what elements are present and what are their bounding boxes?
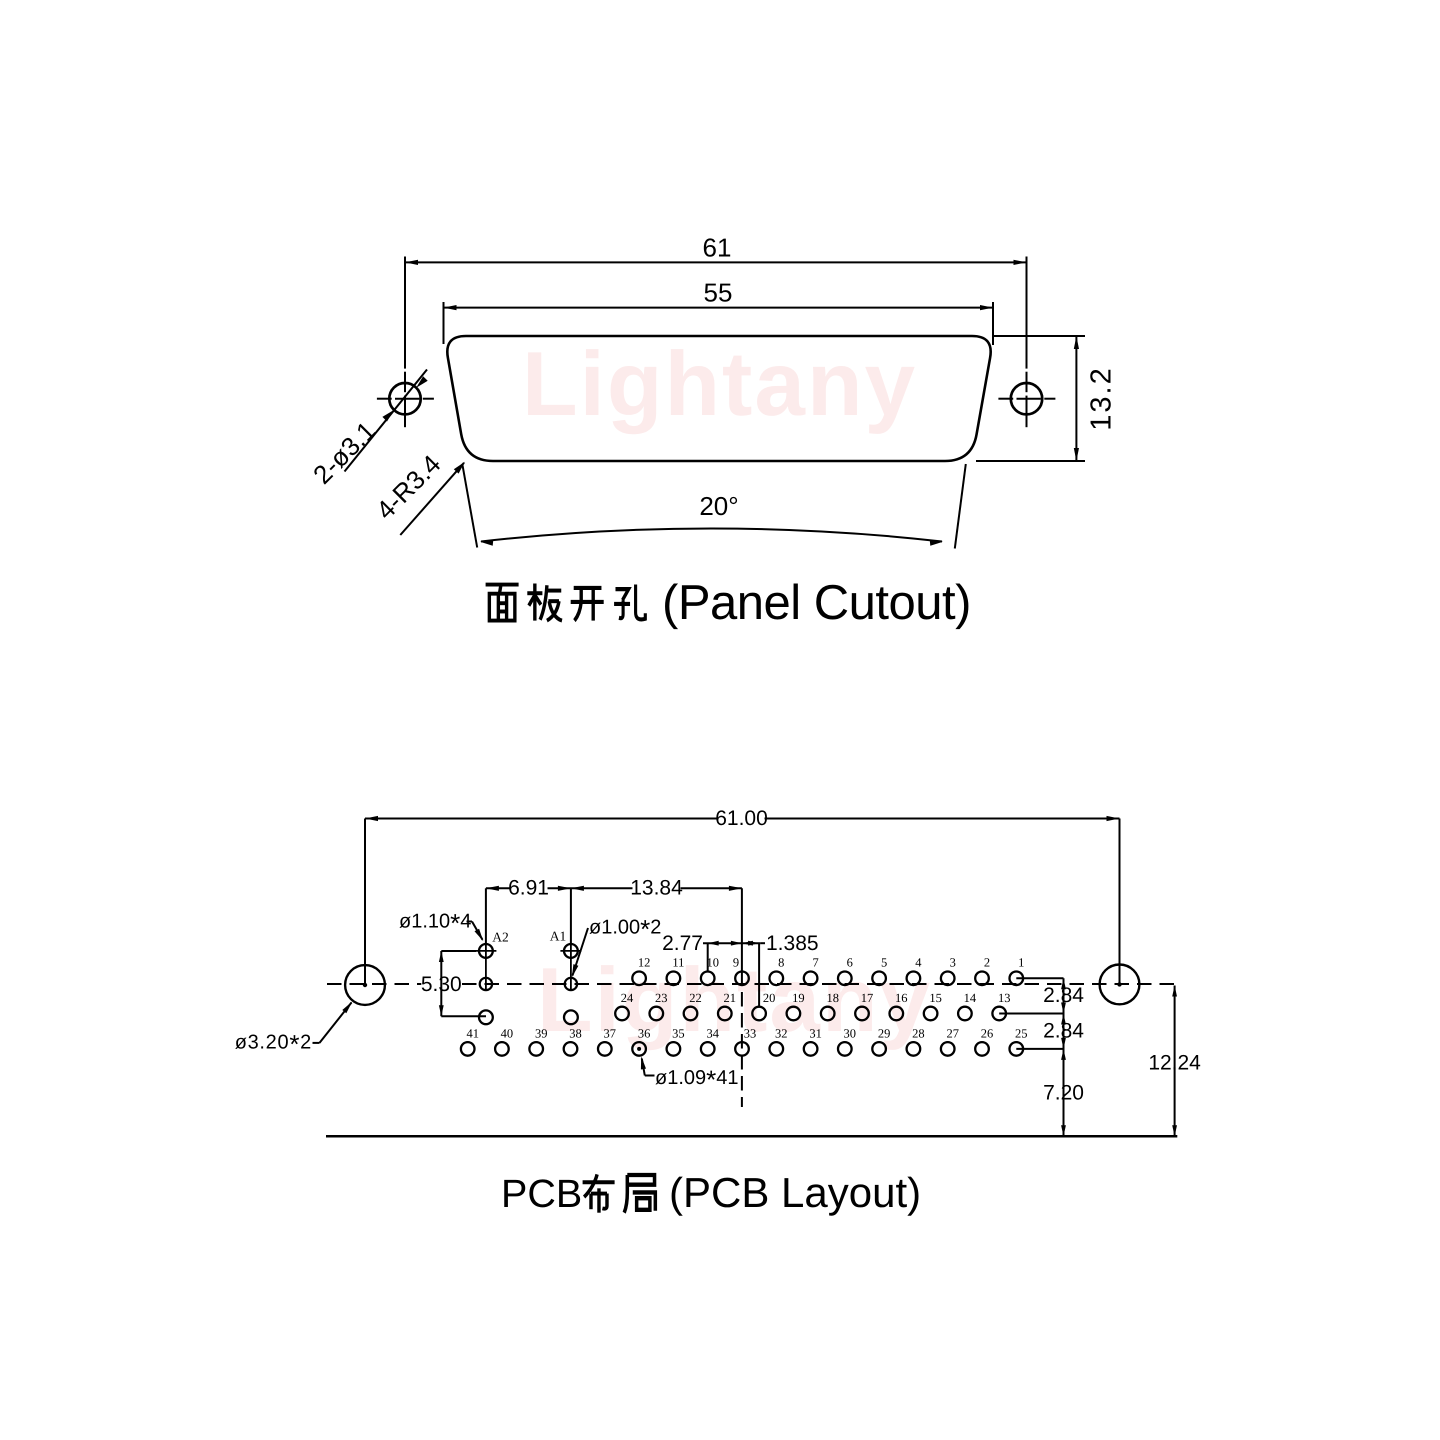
svg-text:29: 29 (878, 1027, 891, 1041)
svg-text:35: 35 (672, 1027, 685, 1041)
svg-text:13.2: 13.2 (1086, 366, 1118, 430)
svg-text:8: 8 (778, 956, 784, 970)
svg-text:6.91: 6.91 (508, 877, 549, 900)
svg-text:37: 37 (604, 1027, 617, 1041)
svg-text:32: 32 (775, 1027, 788, 1041)
svg-text:36: 36 (638, 1027, 651, 1041)
svg-text:22: 22 (689, 991, 702, 1005)
svg-text:3: 3 (950, 956, 956, 970)
svg-text:1.385: 1.385 (766, 932, 819, 955)
svg-text:(Panel Cutout): (Panel Cutout) (662, 576, 971, 630)
svg-text:38: 38 (569, 1027, 582, 1041)
svg-text:30: 30 (844, 1027, 857, 1041)
svg-text:55: 55 (704, 278, 733, 308)
svg-text:23: 23 (655, 991, 668, 1005)
svg-text:19: 19 (792, 991, 805, 1005)
svg-text:27: 27 (946, 1027, 959, 1041)
svg-text:2.77: 2.77 (662, 932, 703, 955)
svg-text:A2: A2 (492, 930, 509, 945)
svg-text:4: 4 (915, 956, 922, 970)
svg-text:24: 24 (621, 991, 634, 1005)
svg-text:33: 33 (744, 1027, 757, 1041)
svg-text:18: 18 (826, 991, 839, 1005)
svg-text:5: 5 (881, 956, 887, 970)
svg-text:(PCB Layout): (PCB Layout) (669, 1169, 921, 1216)
svg-text:Lightany: Lightany (537, 950, 932, 1051)
svg-text:28: 28 (912, 1027, 925, 1041)
svg-text:10: 10 (706, 956, 719, 970)
svg-text:20°: 20° (699, 491, 738, 521)
svg-text:39: 39 (535, 1027, 548, 1041)
svg-text:25: 25 (1015, 1027, 1028, 1041)
svg-text:15: 15 (929, 991, 942, 1005)
svg-text:34: 34 (706, 1027, 719, 1041)
svg-text:16: 16 (895, 991, 908, 1005)
svg-text:A1: A1 (550, 929, 567, 944)
svg-text:7: 7 (812, 956, 818, 970)
svg-text:40: 40 (501, 1027, 514, 1041)
svg-text:41: 41 (466, 1027, 479, 1041)
svg-text:9: 9 (733, 956, 739, 970)
svg-text:1: 1 (1018, 956, 1024, 970)
svg-text:31: 31 (809, 1027, 822, 1041)
svg-text:61: 61 (703, 232, 732, 262)
svg-text:13: 13 (998, 991, 1011, 1005)
svg-text:12: 12 (638, 956, 651, 970)
svg-text:14: 14 (964, 991, 977, 1005)
svg-text:Lightany: Lightany (522, 334, 917, 435)
svg-text:PCB: PCB (501, 1172, 582, 1216)
svg-text:17: 17 (861, 991, 874, 1005)
svg-text:21: 21 (724, 991, 737, 1005)
svg-text:26: 26 (981, 1027, 994, 1041)
svg-text:6: 6 (847, 956, 853, 970)
svg-text:61.00: 61.00 (715, 807, 768, 830)
svg-text:20: 20 (763, 991, 776, 1005)
svg-text:13.84: 13.84 (630, 877, 683, 900)
svg-text:2: 2 (984, 956, 990, 970)
svg-text:11: 11 (672, 956, 684, 970)
